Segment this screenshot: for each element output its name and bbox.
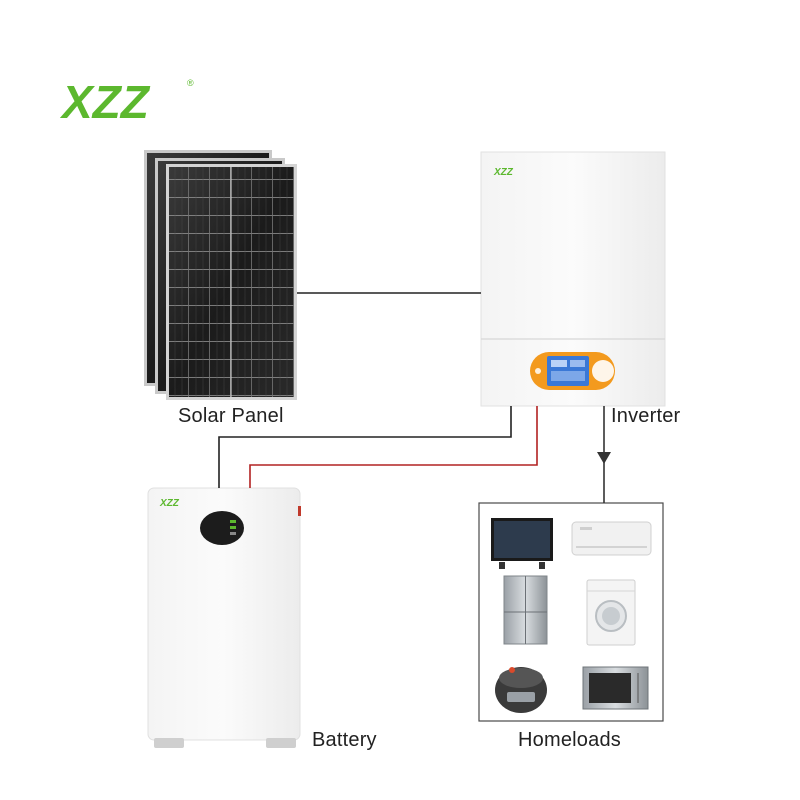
registered-mark: ® [187, 78, 194, 88]
solar-panel-image [144, 150, 297, 400]
battery-foot-left [154, 738, 184, 748]
solar-panel-front [166, 164, 297, 400]
microwave-icon [582, 666, 649, 710]
washing-machine-icon [586, 579, 636, 646]
inverter-logo: XZZ [493, 167, 514, 178]
inverter-control-panel [530, 352, 615, 390]
refrigerator-icon [503, 575, 548, 645]
homeloads-label: Homeloads [518, 729, 621, 751]
battery-negative-wire [218, 406, 512, 488]
brand-logo: XZZ ® [59, 76, 194, 128]
brand-logo-text: XZZ [59, 76, 151, 128]
battery-foot-right [266, 738, 296, 748]
arrow-down-icon [597, 452, 611, 464]
homeloads-panel [478, 502, 664, 722]
solar-panel-label: Solar Panel [178, 405, 284, 427]
battery-display-icon [200, 511, 244, 545]
battery-logo: XZZ [159, 498, 180, 509]
inverter-image: XZZ [480, 151, 666, 407]
rice-cooker-icon [495, 667, 547, 713]
air-conditioner-icon [571, 521, 652, 556]
inverter-label: Inverter [611, 405, 681, 427]
inverter-dial-icon [592, 360, 614, 382]
wiring [218, 292, 611, 503]
battery-image: XZZ [147, 487, 301, 748]
battery-label: Battery [312, 729, 377, 751]
battery-positive-wire [249, 406, 538, 488]
tv-icon [491, 518, 553, 569]
